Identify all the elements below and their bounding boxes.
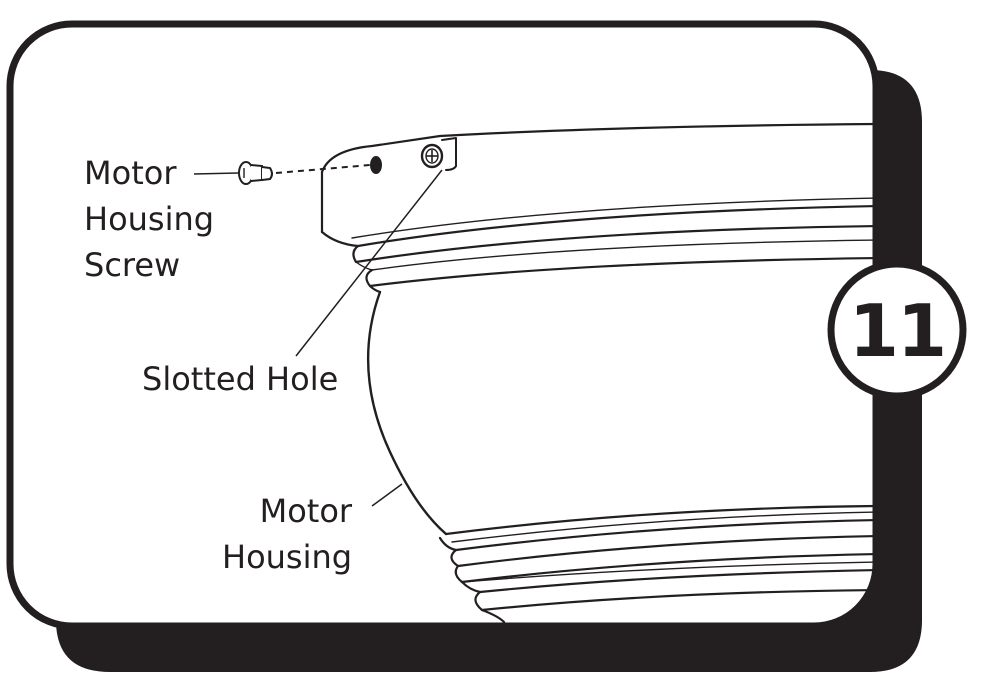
housing-bowl [367,290,448,536]
housing-collar [320,122,876,248]
label-line: Screw [84,246,181,284]
step-number: 11 [848,289,947,373]
label-slotted-hole: Slotted Hole [142,356,338,402]
leader-line-screw [193,172,239,175]
label-motor-housing: Motor Housing [222,488,352,580]
screw-insertion-path [275,164,371,174]
slotted-hole-screw-head [420,143,444,169]
label-motor-housing-screw: Motor Housing Screw [84,150,214,288]
label-line: Motor [84,154,177,192]
leader-line-slotted-hole [295,169,443,357]
collar-bracket [441,137,457,171]
motor-housing-screw-icon [238,161,273,185]
label-line: Housing [84,200,215,238]
label-line: Motor [259,492,353,530]
step-badge [827,260,967,400]
housing-lower-rings [438,504,876,626]
collar-screw-hole [370,156,382,174]
label-line: Slotted Hole [142,360,339,398]
panel-frame [6,20,880,630]
label-line: Housing [222,538,353,576]
leader-line-motor-housing [371,483,403,507]
